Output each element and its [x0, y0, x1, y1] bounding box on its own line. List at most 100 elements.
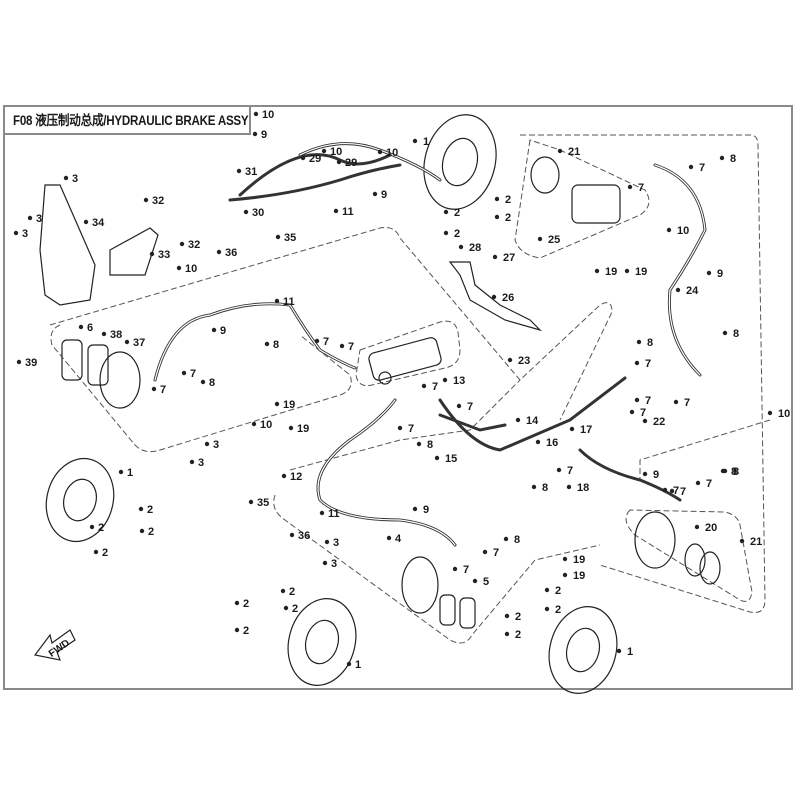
callout-label: 29: [345, 157, 357, 169]
lower-center-caliper-outline: [273, 494, 601, 644]
fastener-marker: [739, 538, 745, 544]
fastener-marker: [176, 265, 182, 271]
callout-label: 3: [36, 213, 42, 225]
fastener-marker: [666, 227, 672, 233]
callout-label: 19: [573, 554, 585, 566]
callout-label: 7: [493, 547, 499, 559]
callout-label: 11: [283, 296, 295, 308]
fastener-marker: [412, 506, 418, 512]
callout-label: 8: [730, 153, 736, 165]
callout-label: 22: [653, 416, 665, 428]
brake-disc-bottom-right: [548, 606, 618, 694]
fastener-marker: [494, 196, 500, 202]
fastener-marker: [594, 268, 600, 274]
callout-label: 7: [463, 564, 469, 576]
callout-label: 21: [568, 146, 580, 158]
pedal-bracket: [39, 184, 159, 306]
callout-label: 3: [22, 228, 28, 240]
callout-label: 34: [92, 217, 105, 229]
fastener-marker: [503, 536, 509, 542]
fastener-marker: [624, 268, 630, 274]
fastener-marker: [283, 605, 289, 611]
fastener-marker: [13, 230, 19, 236]
fastener-marker: [722, 330, 728, 336]
fastener-marker: [93, 549, 99, 555]
fastener-marker: [333, 208, 339, 214]
callout-label: 25: [548, 234, 560, 246]
callout-label: 36: [225, 247, 237, 259]
fastener-marker: [372, 191, 378, 197]
fastener-marker: [339, 343, 345, 349]
fastener-marker: [642, 418, 648, 424]
callout-label: 23: [518, 355, 530, 367]
callout-label: 36: [298, 530, 310, 542]
fastener-marker: [556, 467, 562, 473]
fastener-marker: [569, 426, 575, 432]
fastener-marker: [767, 410, 773, 416]
callout-label: 7: [706, 478, 712, 490]
callout-label: 2: [454, 228, 460, 240]
fastener-marker: [515, 417, 521, 423]
fastener-marker: [101, 331, 107, 337]
callout-label: 29: [309, 153, 321, 165]
fastener-marker: [149, 251, 155, 257]
fastener-marker: [642, 471, 648, 477]
callout-label: 35: [284, 232, 296, 244]
fastener-marker: [443, 230, 449, 236]
fwd-arrow: FWD: [33, 629, 76, 661]
fastener-marker: [504, 631, 510, 637]
fastener-marker: [434, 455, 440, 461]
fastener-marker: [63, 175, 69, 181]
callout-label: 8: [733, 466, 739, 478]
fastener-marker: [143, 197, 149, 203]
callout-label: 2: [289, 586, 295, 598]
callout-label: 2: [555, 585, 561, 597]
brake-disc-bottom-center: [287, 598, 357, 686]
callout-label: 8: [731, 466, 737, 478]
fastener-marker: [204, 441, 210, 447]
fastener-marker: [280, 588, 286, 594]
callout-label: 32: [188, 239, 200, 251]
callout-label: 4: [395, 533, 402, 545]
fastener-marker: [544, 606, 550, 612]
callout-label: 11: [342, 206, 354, 218]
master-cylinder: [368, 337, 442, 385]
callout-label: 7: [645, 358, 651, 370]
callout-label: 26: [502, 292, 514, 304]
fastener-marker: [189, 459, 195, 465]
fastener-marker: [397, 425, 403, 431]
callout-label: 3: [213, 439, 219, 451]
callout-label: 7: [673, 485, 679, 497]
callout-label: 10: [330, 146, 342, 158]
front-right-caliper-group-outline: [514, 139, 650, 259]
fastener-marker: [491, 294, 497, 300]
callout-label: 19: [573, 570, 585, 582]
callout-label: 2: [454, 207, 460, 219]
diagram-frame: [3, 105, 793, 690]
fastener-marker: [673, 399, 679, 405]
callout-label: 11: [328, 508, 340, 520]
fastener-marker: [216, 249, 222, 255]
fastener-marker: [252, 131, 258, 137]
callout-label: 2: [102, 547, 108, 559]
callout-label: 2: [555, 604, 561, 616]
fastener-marker: [443, 209, 449, 215]
fastener-marker: [300, 155, 306, 161]
callout-label: 10: [262, 109, 274, 121]
callout-label: 38: [110, 329, 122, 341]
master-cylinder-outline: [355, 320, 461, 386]
callout-label: 7: [680, 486, 686, 498]
callout-label: 8: [733, 328, 739, 340]
callout-label: 14: [526, 415, 539, 427]
callout-label: 9: [423, 504, 429, 516]
fastener-marker: [16, 359, 22, 365]
callout-label: 19: [297, 423, 309, 435]
fastener-marker: [472, 578, 478, 584]
fastener-marker: [616, 648, 622, 654]
fastener-marker: [669, 488, 675, 494]
fastener-marker: [492, 254, 498, 260]
callout-label: 16: [546, 437, 558, 449]
callout-label: 1: [127, 467, 133, 479]
fastener-marker: [562, 572, 568, 578]
left-caliper-group-outline: [50, 324, 352, 453]
